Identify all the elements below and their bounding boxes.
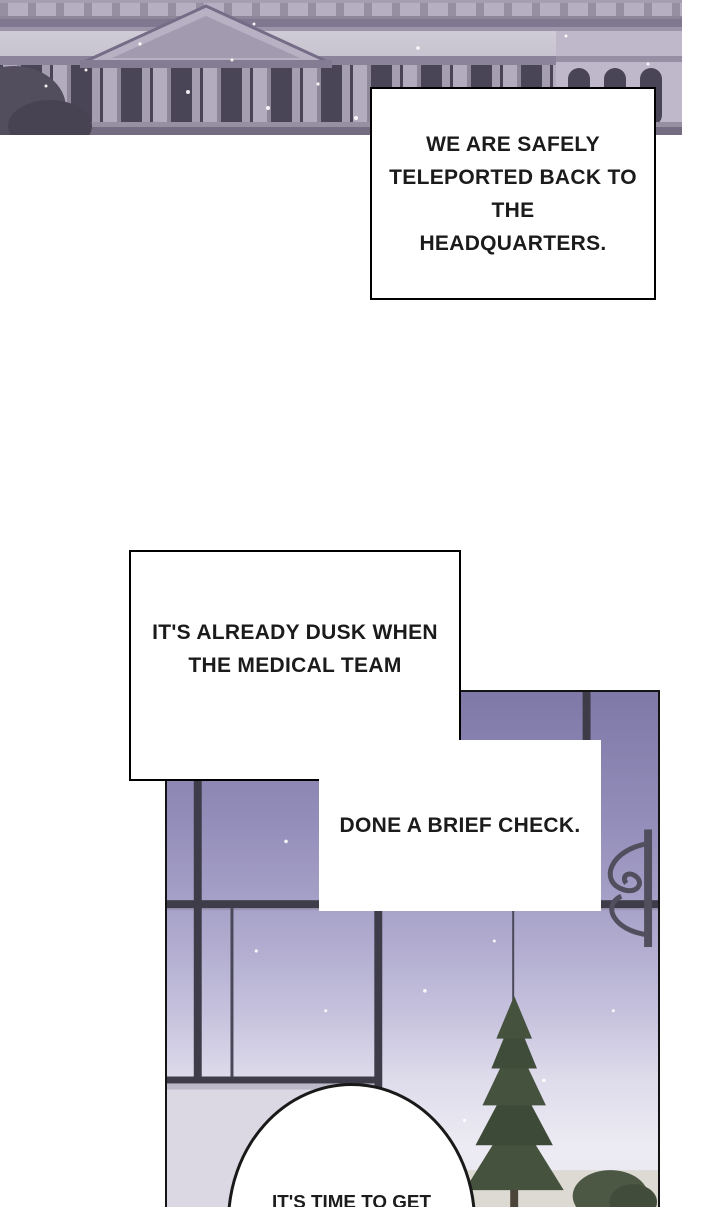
- caption-text: WE ARE SAFELY TELEPORTED BACK TO THE HEA…: [389, 132, 637, 255]
- caption-box-teleported: WE ARE SAFELY TELEPORTED BACK TO THE HEA…: [370, 87, 656, 300]
- building-facade: [0, 0, 682, 135]
- tree-silhouette: [464, 995, 564, 1207]
- caption-text: IT'S ALREADY DUSK WHEN THE MEDICAL TEAM: [152, 620, 438, 677]
- caption-box-brief-check: DONE A BRIEF CHECK.: [319, 740, 601, 911]
- headquarters-illustration: [0, 0, 682, 152]
- caption-text: DONE A BRIEF CHECK.: [339, 814, 581, 837]
- bush-silhouette: [572, 1170, 658, 1207]
- ironwork-bracket: [607, 829, 653, 948]
- speech-bubble: IT'S TIME TO GET: [227, 1083, 476, 1207]
- speech-bubble-text: IT'S TIME TO GET: [272, 1192, 431, 1207]
- headquarters-panel: [0, 0, 682, 152]
- hanging-wire: [512, 908, 515, 1008]
